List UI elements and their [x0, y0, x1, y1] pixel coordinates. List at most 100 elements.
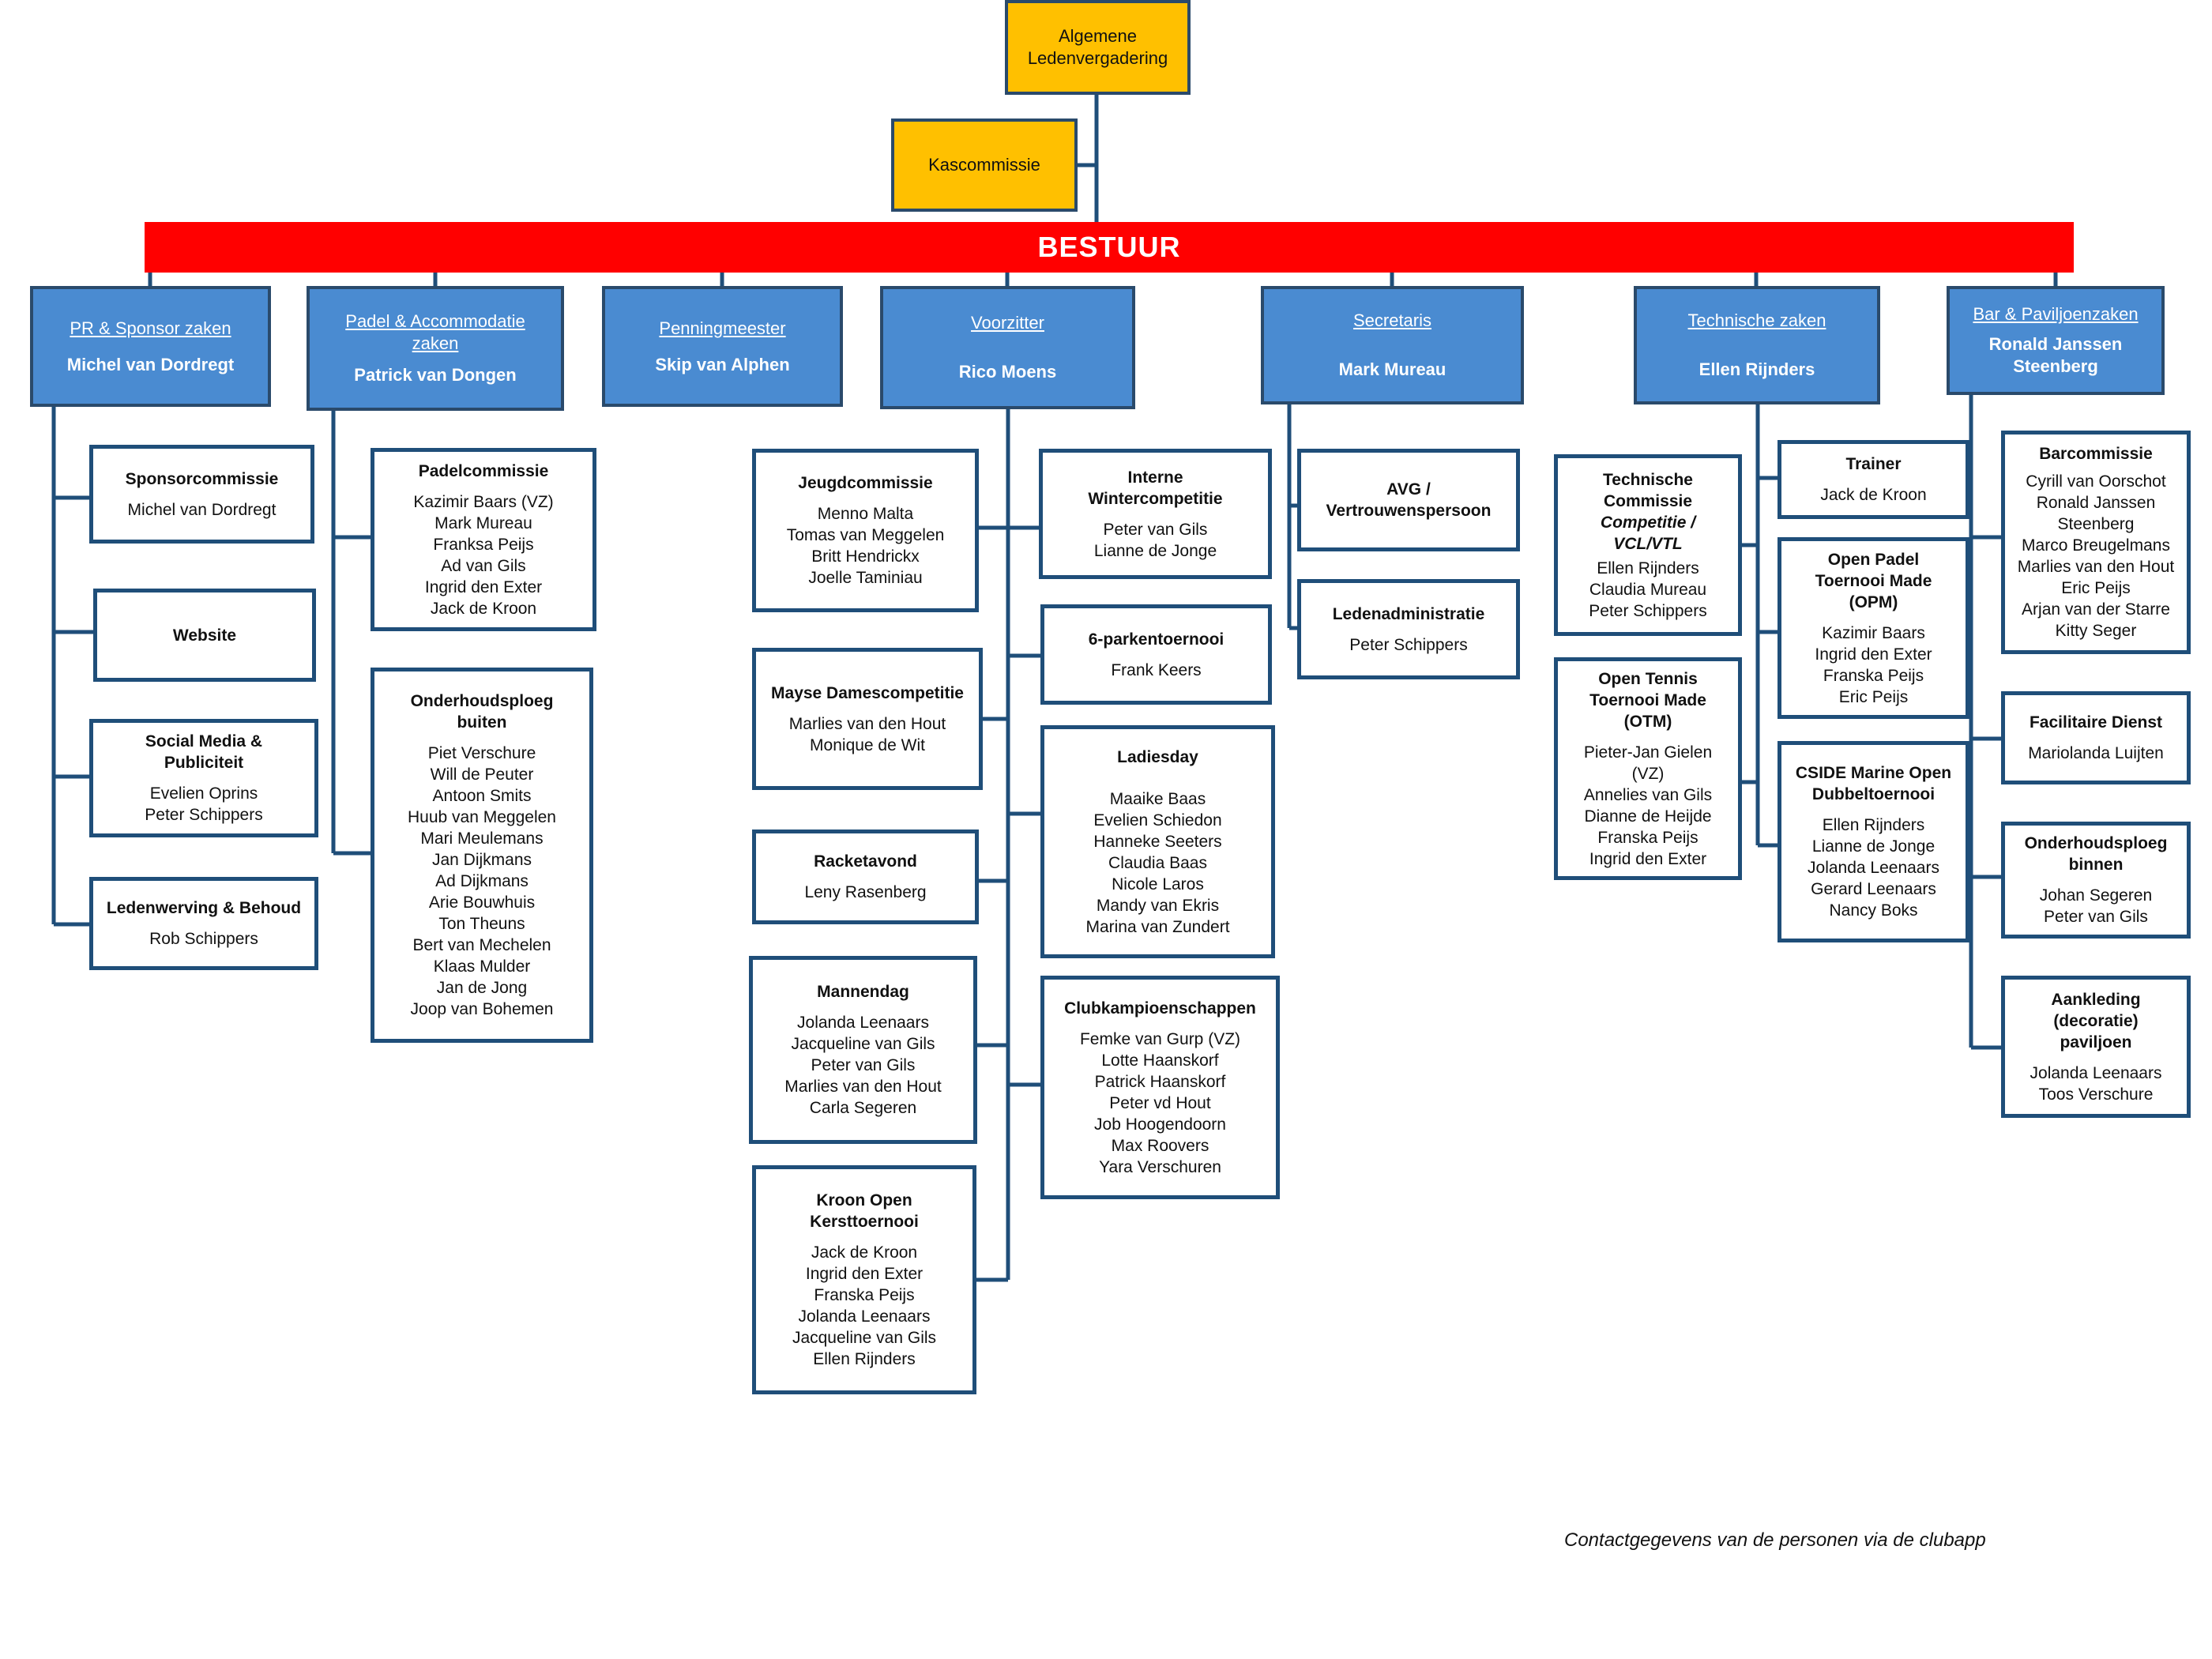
member-name: Maaike Baas — [1109, 789, 1206, 808]
voorzitter-box: Voorzitter Rico Moens — [880, 286, 1135, 409]
member-name: Jolanda Leenaars — [2030, 1063, 2162, 1082]
technische-commissie-title: Technische Commissie — [1603, 470, 1693, 510]
member-name: Evelien Oprins — [149, 784, 258, 803]
member-name: Jan Dijkmans — [431, 851, 532, 869]
mayse-damescompetitie-box: Mayse Damescompetitie Marlies van den Ho… — [752, 648, 983, 790]
padel-accommodatie-title[interactable]: Padel & Accommodatie zaken — [345, 311, 525, 353]
padel-accommodatie-box: Padel & Accommodatie zaken Patrick van D… — [307, 286, 564, 411]
member-name: Jack de Kroon — [811, 1243, 918, 1262]
member-name: Johan Segeren — [2039, 886, 2153, 905]
member-name: Bert van Mechelen — [412, 936, 551, 954]
member-name: Claudia Mureau — [1589, 580, 1707, 599]
member-name: Cyrill van Oorschot — [2026, 472, 2166, 491]
voorzitter-title[interactable]: Voorzitter — [971, 313, 1044, 333]
member-name: Jan de Jong — [436, 979, 528, 997]
otm-title: Open Tennis Toernooi Made (OTM) — [1589, 669, 1706, 731]
member-name: Mariolanda Luijten — [2028, 744, 2164, 762]
bar-paviljoen-box: Bar & Paviljoenzaken Ronald Janssen Stee… — [1947, 286, 2165, 395]
technische-commissie-subtitle: Competitie / VCL/VTL — [1600, 513, 1696, 553]
opm-box: Open Padel Toernooi Made (OPM) Kazimir B… — [1778, 537, 1969, 719]
member-name: Max Roovers — [1111, 1136, 1209, 1155]
ledenadministratie-members: Peter Schippers — [1349, 634, 1467, 656]
technische-zaken-title[interactable]: Technische zaken — [1687, 310, 1826, 330]
zes-parkentoernooi-title: 6-parkentoernooi — [1088, 630, 1224, 649]
member-name: Britt Hendrickx — [811, 547, 920, 566]
website-title: Website — [172, 626, 237, 645]
member-name: Leny Rasenberg — [804, 883, 927, 901]
member-name: Will de Peuter — [430, 766, 534, 784]
clubkampioenschappen-box: Clubkampioenschappen Femke van Gurp (VZ)… — [1040, 976, 1280, 1199]
member-name: Franska Peijs — [1597, 828, 1698, 847]
member-name: Antoon Smits — [432, 787, 532, 805]
onderhoudsploeg-buiten-title: Onderhoudsploeg buiten — [410, 692, 554, 732]
mannendag-title: Mannendag — [817, 983, 909, 1001]
kascommissie-box: Kascommissie — [891, 118, 1078, 212]
social-media-title: Social Media & Publiciteit — [145, 732, 263, 772]
bar-paviljoen-title[interactable]: Bar & Paviljoenzaken — [1973, 304, 2139, 324]
member-name: Toos Verschure — [2038, 1085, 2154, 1104]
voorzitter-person: Rico Moens — [958, 362, 1057, 382]
secretaris-person: Mark Mureau — [1338, 359, 1446, 379]
zes-parkentoernooi-box: 6-parkentoernooi Frank Keers — [1040, 604, 1272, 705]
technische-commissie-box: Technische Commissie Competitie / VCL/VT… — [1554, 454, 1742, 636]
aankleding-box: Aankleding (decoratie) paviljoen Jolanda… — [2001, 976, 2191, 1118]
member-name: Marlies van den Hout — [2017, 558, 2175, 576]
member-name: Jacqueline van Gils — [791, 1035, 935, 1053]
member-name: Marlies van den Hout — [788, 714, 946, 733]
member-name: Evelien Schiedon — [1093, 811, 1222, 830]
padelcommissie-box: Padelcommissie Kazimir Baars (VZ)Mark Mu… — [371, 448, 596, 631]
penningmeester-title[interactable]: Penningmeester — [659, 318, 786, 338]
clubkampioenschappen-title: Clubkampioenschappen — [1064, 999, 1256, 1018]
member-name: Job Hoogendoorn — [1094, 1115, 1226, 1134]
social-media-box: Social Media & Publiciteit Evelien Oprin… — [89, 719, 318, 837]
member-name: Ad Dijkmans — [435, 872, 529, 890]
technische-zaken-box: Technische zaken Ellen Rijnders — [1634, 286, 1880, 404]
sponsorcommissie-title: Sponsorcommissie — [125, 469, 279, 488]
pr-sponsor-title[interactable]: PR & Sponsor zaken — [70, 318, 231, 338]
interne-wintercompetitie-title: Interne Wintercompetitie — [1088, 468, 1223, 508]
member-name: Franska Peijs — [1823, 666, 1924, 685]
penningmeester-person: Skip van Alphen — [655, 354, 790, 374]
algemene-ledenvergadering-box: Algemene Ledenvergadering — [1005, 0, 1191, 95]
member-name: Lianne de Jonge — [1811, 837, 1936, 856]
racketavond-title: Racketavond — [814, 852, 917, 871]
member-name: Jack de Kroon — [430, 599, 537, 618]
cside-box: CSIDE Marine Open Dubbeltoernooi Ellen R… — [1778, 741, 1969, 942]
racketavond-box: Racketavond Leny Rasenberg — [752, 830, 979, 924]
secretaris-title[interactable]: Secretaris — [1352, 310, 1432, 330]
member-name: Marlies van den Hout — [784, 1078, 942, 1096]
member-name: Kazimir Baars (VZ) — [413, 492, 554, 511]
member-name: Ad van Gils — [441, 556, 526, 575]
ledenadministratie-box: Ledenadministratie Peter Schippers — [1297, 579, 1520, 679]
member-name: Jack de Kroon — [1820, 486, 1927, 504]
member-name: Michel van Dordregt — [127, 500, 276, 519]
member-name: Franksa Peijs — [433, 535, 534, 554]
member-name: Jolanda Leenaars — [1808, 859, 1939, 877]
member-name: Franska Peijs — [814, 1286, 915, 1304]
member-name: Nicole Laros — [1112, 875, 1204, 893]
member-name: Steenberg — [2057, 515, 2135, 533]
member-name: Gerard Leenaars — [1811, 880, 1936, 898]
member-name: Ingrid den Exter — [805, 1265, 924, 1283]
onderhoudsploeg-binnen-title: Onderhoudsploeg binnen — [2024, 834, 2168, 874]
pr-sponsor-person: Michel van Dordregt — [66, 354, 235, 374]
jeugdcommissie-title: Jeugdcommissie — [798, 474, 933, 492]
member-name: Ellen Rijnders — [1597, 559, 1699, 577]
member-name: Mandy van Ekris — [1096, 896, 1220, 915]
pr-sponsor-box: PR & Sponsor zaken Michel van Dordregt — [30, 286, 271, 407]
member-name: Ingrid den Exter — [1589, 849, 1707, 868]
